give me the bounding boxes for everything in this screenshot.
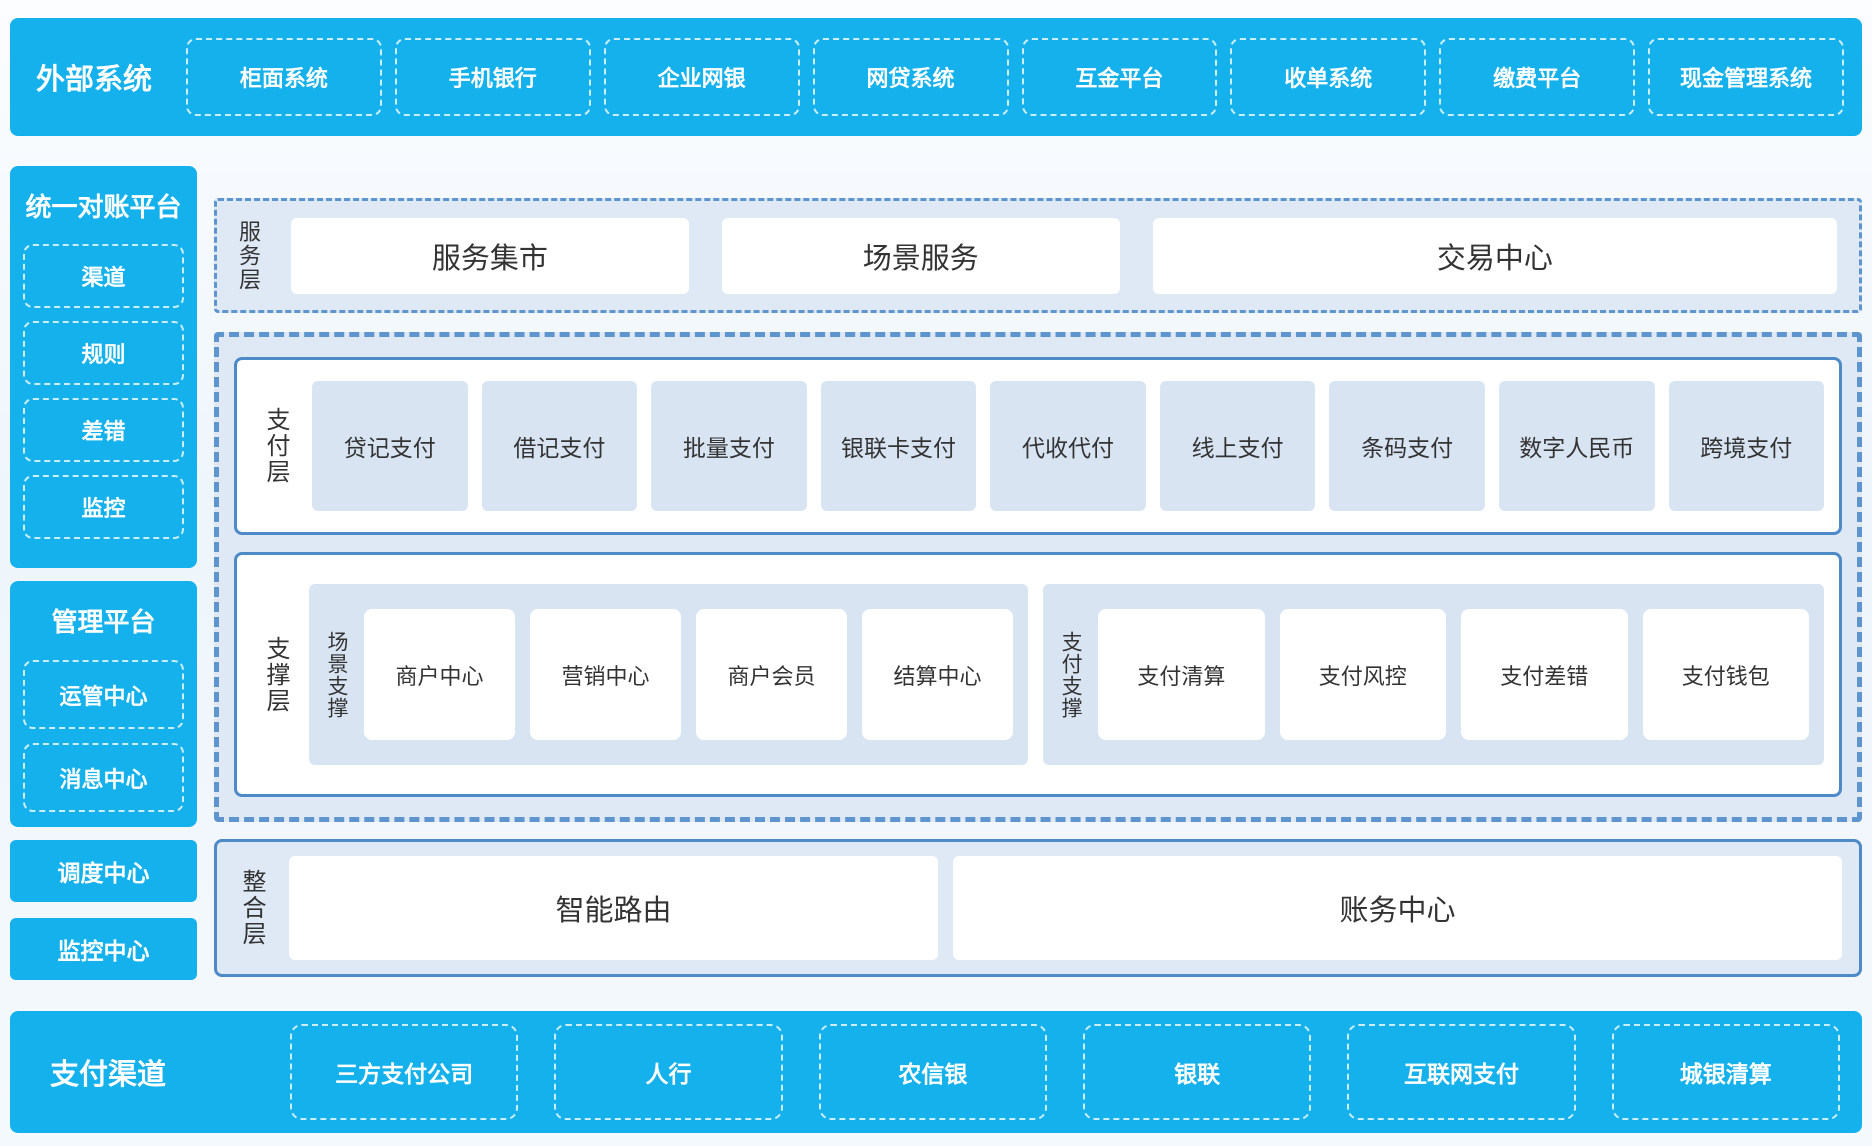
integration-item: 账务中心 xyxy=(952,856,1842,960)
payment-support-group: 支付支撑 支付清算支付风控支付差错支付钱包 xyxy=(1043,584,1824,765)
payment-channels-title: 支付渠道 xyxy=(50,1059,167,1091)
external-system-box: 收单系统 xyxy=(1230,38,1427,116)
payment-layer-items: 贷记支付借记支付批量支付银联卡支付代收代付线上支付条码支付数字人民币跨境支付 xyxy=(312,381,1825,511)
management-item: 消息中心 xyxy=(23,743,184,812)
content-area: 统一对账平台 渠道规则差错监控 管理平台 运管中心消息中心 调度中心 监控中心 … xyxy=(10,166,1862,980)
reconciliation-item: 规则 xyxy=(23,321,184,385)
external-systems-title: 外部系统 xyxy=(36,64,153,96)
external-system-box: 网贷系统 xyxy=(812,38,1009,116)
payment-item: 数字人民币 xyxy=(1498,381,1655,511)
payment-channel-items: 三方支付公司人行农信银银联互联网支付城银清算 xyxy=(290,1024,1840,1120)
support-item: 支付清算 xyxy=(1098,609,1265,740)
support-item: 支付风控 xyxy=(1279,609,1447,740)
service-item: 场景服务 xyxy=(721,217,1120,294)
support-item: 支付钱包 xyxy=(1642,609,1810,740)
reconciliation-item: 渠道 xyxy=(23,244,184,308)
external-system-box: 缴费平台 xyxy=(1439,38,1636,116)
payment-item: 跨境支付 xyxy=(1668,381,1825,511)
payment-support-label: 支付支撑 xyxy=(1059,630,1083,719)
management-item: 运管中心 xyxy=(23,660,184,729)
service-item: 服务集市 xyxy=(291,217,689,294)
payment-item: 借记支付 xyxy=(481,381,638,511)
service-item: 交易中心 xyxy=(1152,217,1837,294)
scene-support-label: 场景支撑 xyxy=(325,630,348,719)
payment-channel-box: 城银清算 xyxy=(1611,1024,1840,1120)
payment-channel-box: 人行 xyxy=(554,1024,783,1120)
service-layer-items: 服务集市 场景服务 交易中心 xyxy=(291,217,1837,294)
service-layer-label: 服务层 xyxy=(236,219,261,292)
monitor-center-block: 监控中心 xyxy=(10,918,197,980)
integration-item: 智能路由 xyxy=(289,856,938,960)
integration-layer-items: 智能路由 账务中心 xyxy=(289,856,1842,960)
payment-channel-box: 三方支付公司 xyxy=(290,1024,519,1120)
payment-layer-label: 支付层 xyxy=(262,407,289,485)
scene-support-items: 商户中心营销中心商户会员结算中心 xyxy=(364,609,1014,740)
main-layers: 服务层 服务集市 场景服务 交易中心 支付层 贷记支付借记支付批量支付银联卡支付… xyxy=(214,166,1862,980)
integration-layer-label: 整合层 xyxy=(238,869,265,947)
external-systems-items: 柜面系统手机银行企业网银网贷系统互金平台收单系统缴费平台现金管理系统 xyxy=(186,38,1844,116)
integration-layer: 整合层 智能路由 账务中心 xyxy=(214,839,1862,977)
management-platform-block: 管理平台 运管中心消息中心 xyxy=(10,581,197,827)
support-layer: 支撑层 场景支撑 商户中心营销中心商户会员结算中心 支付支撑 xyxy=(234,552,1842,797)
external-system-box: 手机银行 xyxy=(394,38,591,116)
payment-item: 银联卡支付 xyxy=(820,381,977,511)
support-layer-label: 支撑层 xyxy=(262,635,289,714)
support-groups: 场景支撑 商户中心营销中心商户会员结算中心 支付支撑 支付清算支付风控支付差错支… xyxy=(309,584,1824,765)
scene-support-group: 场景支撑 商户中心营销中心商户会员结算中心 xyxy=(309,584,1029,765)
reconciliation-items: 渠道规则差错监控 xyxy=(23,231,184,539)
support-item: 商户会员 xyxy=(696,609,848,740)
external-system-box: 柜面系统 xyxy=(186,38,382,116)
reconciliation-item: 监控 xyxy=(23,475,184,539)
left-sidebar: 统一对账平台 渠道规则差错监控 管理平台 运管中心消息中心 调度中心 监控中心 xyxy=(10,166,197,980)
payment-support-container: 支付层 贷记支付借记支付批量支付银联卡支付代收代付线上支付条码支付数字人民币跨境… xyxy=(214,332,1862,822)
management-items: 运管中心消息中心 xyxy=(23,646,184,812)
reconciliation-platform-block: 统一对账平台 渠道规则差错监控 xyxy=(10,166,197,568)
reconciliation-item: 差错 xyxy=(23,398,184,462)
payment-channel-box: 互联网支付 xyxy=(1347,1024,1576,1120)
payment-item: 贷记支付 xyxy=(312,381,468,511)
external-system-box: 互金平台 xyxy=(1021,38,1218,116)
support-item: 营销中心 xyxy=(530,609,682,740)
payment-support-items: 支付清算支付风控支付差错支付钱包 xyxy=(1098,609,1810,740)
external-systems-bar: 外部系统 柜面系统手机银行企业网银网贷系统互金平台收单系统缴费平台现金管理系统 xyxy=(10,18,1862,136)
support-item: 结算中心 xyxy=(862,609,1014,740)
payment-item: 线上支付 xyxy=(1159,381,1316,511)
support-item: 支付差错 xyxy=(1461,609,1628,740)
reconciliation-platform-title: 统一对账平台 xyxy=(25,191,182,222)
payment-channel-box: 农信银 xyxy=(818,1024,1047,1120)
payment-channels-bar: 支付渠道 三方支付公司人行农信银银联互联网支付城银清算 xyxy=(10,1011,1862,1133)
service-layer: 服务层 服务集市 场景服务 交易中心 xyxy=(214,198,1862,313)
dispatch-center-block: 调度中心 xyxy=(10,840,197,902)
payment-item: 批量支付 xyxy=(651,381,807,511)
external-system-box: 企业网银 xyxy=(603,38,800,116)
support-item: 商户中心 xyxy=(364,609,516,740)
payment-item: 代收代付 xyxy=(990,381,1146,511)
payment-channel-box: 银联 xyxy=(1082,1024,1312,1120)
external-system-box: 现金管理系统 xyxy=(1648,38,1844,116)
payment-item: 条码支付 xyxy=(1329,381,1485,511)
management-platform-title: 管理平台 xyxy=(51,606,156,637)
payment-layer: 支付层 贷记支付借记支付批量支付银联卡支付代收代付线上支付条码支付数字人民币跨境… xyxy=(234,357,1842,535)
